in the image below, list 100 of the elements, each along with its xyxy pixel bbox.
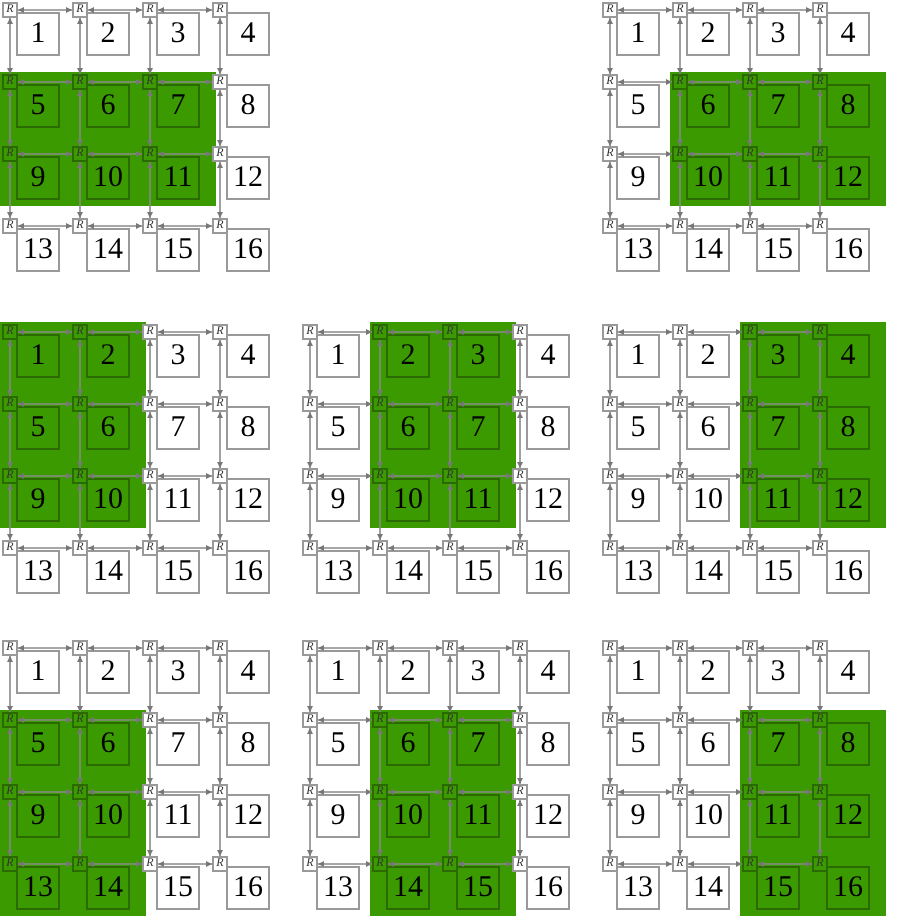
node-box: 11 <box>756 156 800 200</box>
connector-arrow <box>617 861 673 867</box>
connector-arrow <box>607 411 613 469</box>
connector-arrow <box>157 223 213 229</box>
connector-arrow <box>387 717 443 723</box>
node-box: 1 <box>616 12 660 56</box>
connector-arrow <box>157 645 213 651</box>
highlight-region <box>740 322 886 528</box>
connector-arrow <box>817 411 823 469</box>
connector-arrow <box>157 861 213 867</box>
connector-arrow <box>757 223 813 229</box>
node-box: 9 <box>316 794 360 838</box>
node-box: 3 <box>156 12 200 56</box>
node-box: 13 <box>316 550 360 594</box>
connector-arrow <box>817 89 823 147</box>
node-box: 9 <box>616 794 660 838</box>
connector-arrow <box>617 401 673 407</box>
node-box: 5 <box>616 722 660 766</box>
node-box: 13 <box>16 228 60 272</box>
connector-arrow <box>817 161 823 219</box>
node-box: 6 <box>686 722 730 766</box>
node-box: 13 <box>16 550 60 594</box>
node-box: 5 <box>316 722 360 766</box>
node-box: 8 <box>526 722 570 766</box>
node-box: 12 <box>526 794 570 838</box>
node-box: 16 <box>826 866 870 910</box>
node-box: 15 <box>156 866 200 910</box>
connector-arrow <box>757 861 813 867</box>
connector-arrow <box>387 329 443 335</box>
connector-arrow <box>747 655 753 713</box>
connector-arrow <box>687 473 743 479</box>
connector-arrow <box>17 861 73 867</box>
node-box: 6 <box>686 84 730 128</box>
node-box: 1 <box>616 650 660 694</box>
connector-arrow <box>677 411 683 469</box>
connector-arrow <box>317 473 373 479</box>
node-box: 3 <box>756 650 800 694</box>
connector-arrow <box>757 645 813 651</box>
connector-arrow <box>377 411 383 469</box>
node-box: 2 <box>386 334 430 378</box>
node-box: 13 <box>616 228 660 272</box>
connector-arrow <box>147 339 153 397</box>
node-box: 14 <box>686 550 730 594</box>
connector-arrow <box>147 727 153 785</box>
node-box: 6 <box>86 406 130 450</box>
connector-arrow <box>87 545 143 551</box>
connector-arrow <box>77 483 83 541</box>
connector-arrow <box>387 789 443 795</box>
node-box: 3 <box>156 334 200 378</box>
highlight-region <box>370 710 516 916</box>
node-box: 6 <box>386 406 430 450</box>
connector-arrow <box>677 727 683 785</box>
connector-arrow <box>217 655 223 713</box>
node-box: 8 <box>826 406 870 450</box>
connector-arrow <box>517 655 523 713</box>
connector-arrow <box>517 339 523 397</box>
node-box: 11 <box>156 156 200 200</box>
connector-arrow <box>17 223 73 229</box>
connector-arrow <box>7 17 13 75</box>
connector-arrow <box>607 483 613 541</box>
connector-arrow <box>217 411 223 469</box>
node-box: 4 <box>226 12 270 56</box>
node-box: 4 <box>226 334 270 378</box>
connector-arrow <box>457 401 513 407</box>
node-box: 13 <box>16 866 60 910</box>
node-box: 13 <box>316 866 360 910</box>
connector-arrow <box>317 717 373 723</box>
connector-arrow <box>157 79 213 85</box>
connector-arrow <box>17 7 73 13</box>
connector-arrow <box>157 401 213 407</box>
connector-arrow <box>217 17 223 75</box>
node-box: 16 <box>226 550 270 594</box>
highlight-region <box>0 322 146 528</box>
node-box: 9 <box>16 156 60 200</box>
connector-arrow <box>7 727 13 785</box>
node-box: 9 <box>16 478 60 522</box>
connector-arrow <box>217 89 223 147</box>
node-box: 7 <box>756 84 800 128</box>
node-box: 7 <box>156 722 200 766</box>
connector-arrow <box>447 483 453 541</box>
node-box: 3 <box>756 334 800 378</box>
node-box: 9 <box>616 478 660 522</box>
node-box: 5 <box>16 406 60 450</box>
node-box: 15 <box>156 228 200 272</box>
node-box: 1 <box>316 650 360 694</box>
node-box: 16 <box>226 866 270 910</box>
node-box: 11 <box>756 794 800 838</box>
connector-arrow <box>147 799 153 857</box>
connector-arrow <box>517 483 523 541</box>
connector-arrow <box>677 799 683 857</box>
connector-arrow <box>517 799 523 857</box>
connector-arrow <box>447 799 453 857</box>
connector-arrow <box>607 655 613 713</box>
connector-arrow <box>87 151 143 157</box>
connector-arrow <box>677 161 683 219</box>
connector-arrow <box>677 655 683 713</box>
connector-arrow <box>307 483 313 541</box>
node-box: 8 <box>226 722 270 766</box>
node-box: 15 <box>756 228 800 272</box>
connector-arrow <box>317 789 373 795</box>
